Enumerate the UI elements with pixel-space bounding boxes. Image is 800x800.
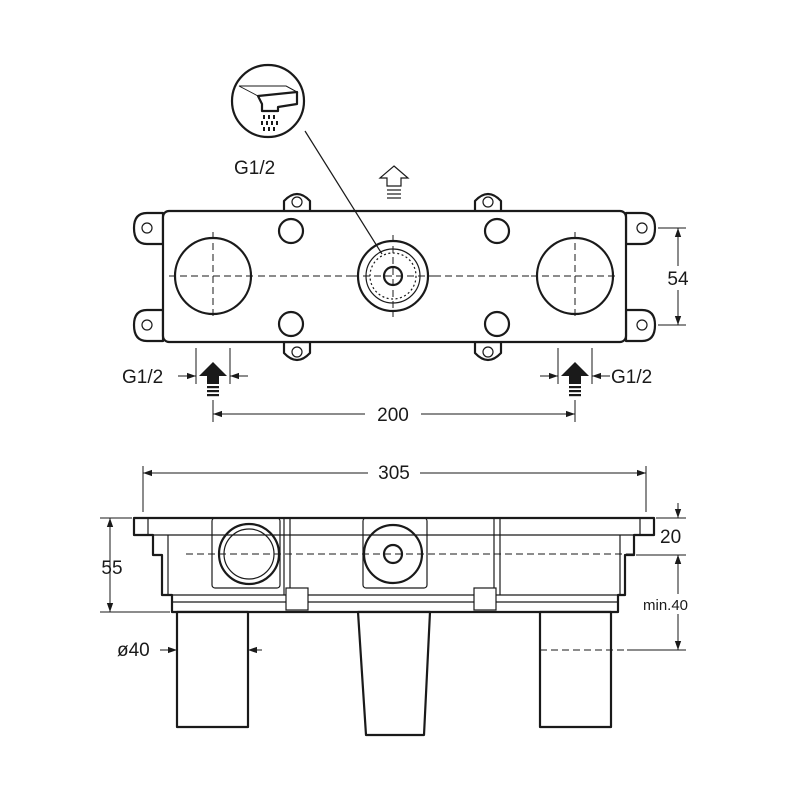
dim-54-label: 54	[667, 269, 689, 290]
dim-200-label: 200	[377, 405, 409, 426]
left-g12-dim	[178, 348, 248, 384]
dim-min40-label: min.40	[643, 597, 688, 614]
right-g12-label: G1/2	[611, 367, 652, 388]
center-outlet	[352, 235, 434, 317]
center-stem	[356, 610, 432, 737]
front-view: 305	[100, 460, 702, 737]
dim-305	[142, 460, 647, 512]
dim-54	[658, 227, 692, 326]
right-inlet-arrow-icon	[561, 362, 589, 397]
right-port	[531, 232, 619, 320]
dim-200	[212, 400, 576, 424]
right-pipe	[538, 610, 624, 729]
dim-55-label: 55	[101, 558, 122, 579]
left-port	[169, 232, 257, 320]
right-g12-dim	[540, 348, 610, 384]
mounting-lugs	[132, 192, 657, 362]
spout-with-spray-icon	[230, 63, 383, 255]
front-center-port	[362, 517, 428, 589]
dim-d40-label: ø40	[117, 640, 150, 661]
dim-20-label: 20	[660, 527, 681, 548]
dim-305-label: 305	[378, 463, 410, 484]
top-plate	[161, 209, 628, 344]
outlet-arrow-icon	[378, 165, 410, 199]
dim-min40	[627, 555, 702, 651]
left-g12-label: G1/2	[122, 367, 163, 388]
left-inlet-arrow-icon	[199, 362, 227, 397]
screw-holes	[277, 217, 511, 338]
housing-outline	[132, 516, 656, 614]
top-view: G1/2 G1/2	[122, 63, 692, 426]
front-left-port	[211, 517, 281, 589]
top-g12-label: G1/2	[234, 158, 275, 179]
dim-55	[100, 517, 170, 613]
left-pipe	[175, 610, 262, 729]
